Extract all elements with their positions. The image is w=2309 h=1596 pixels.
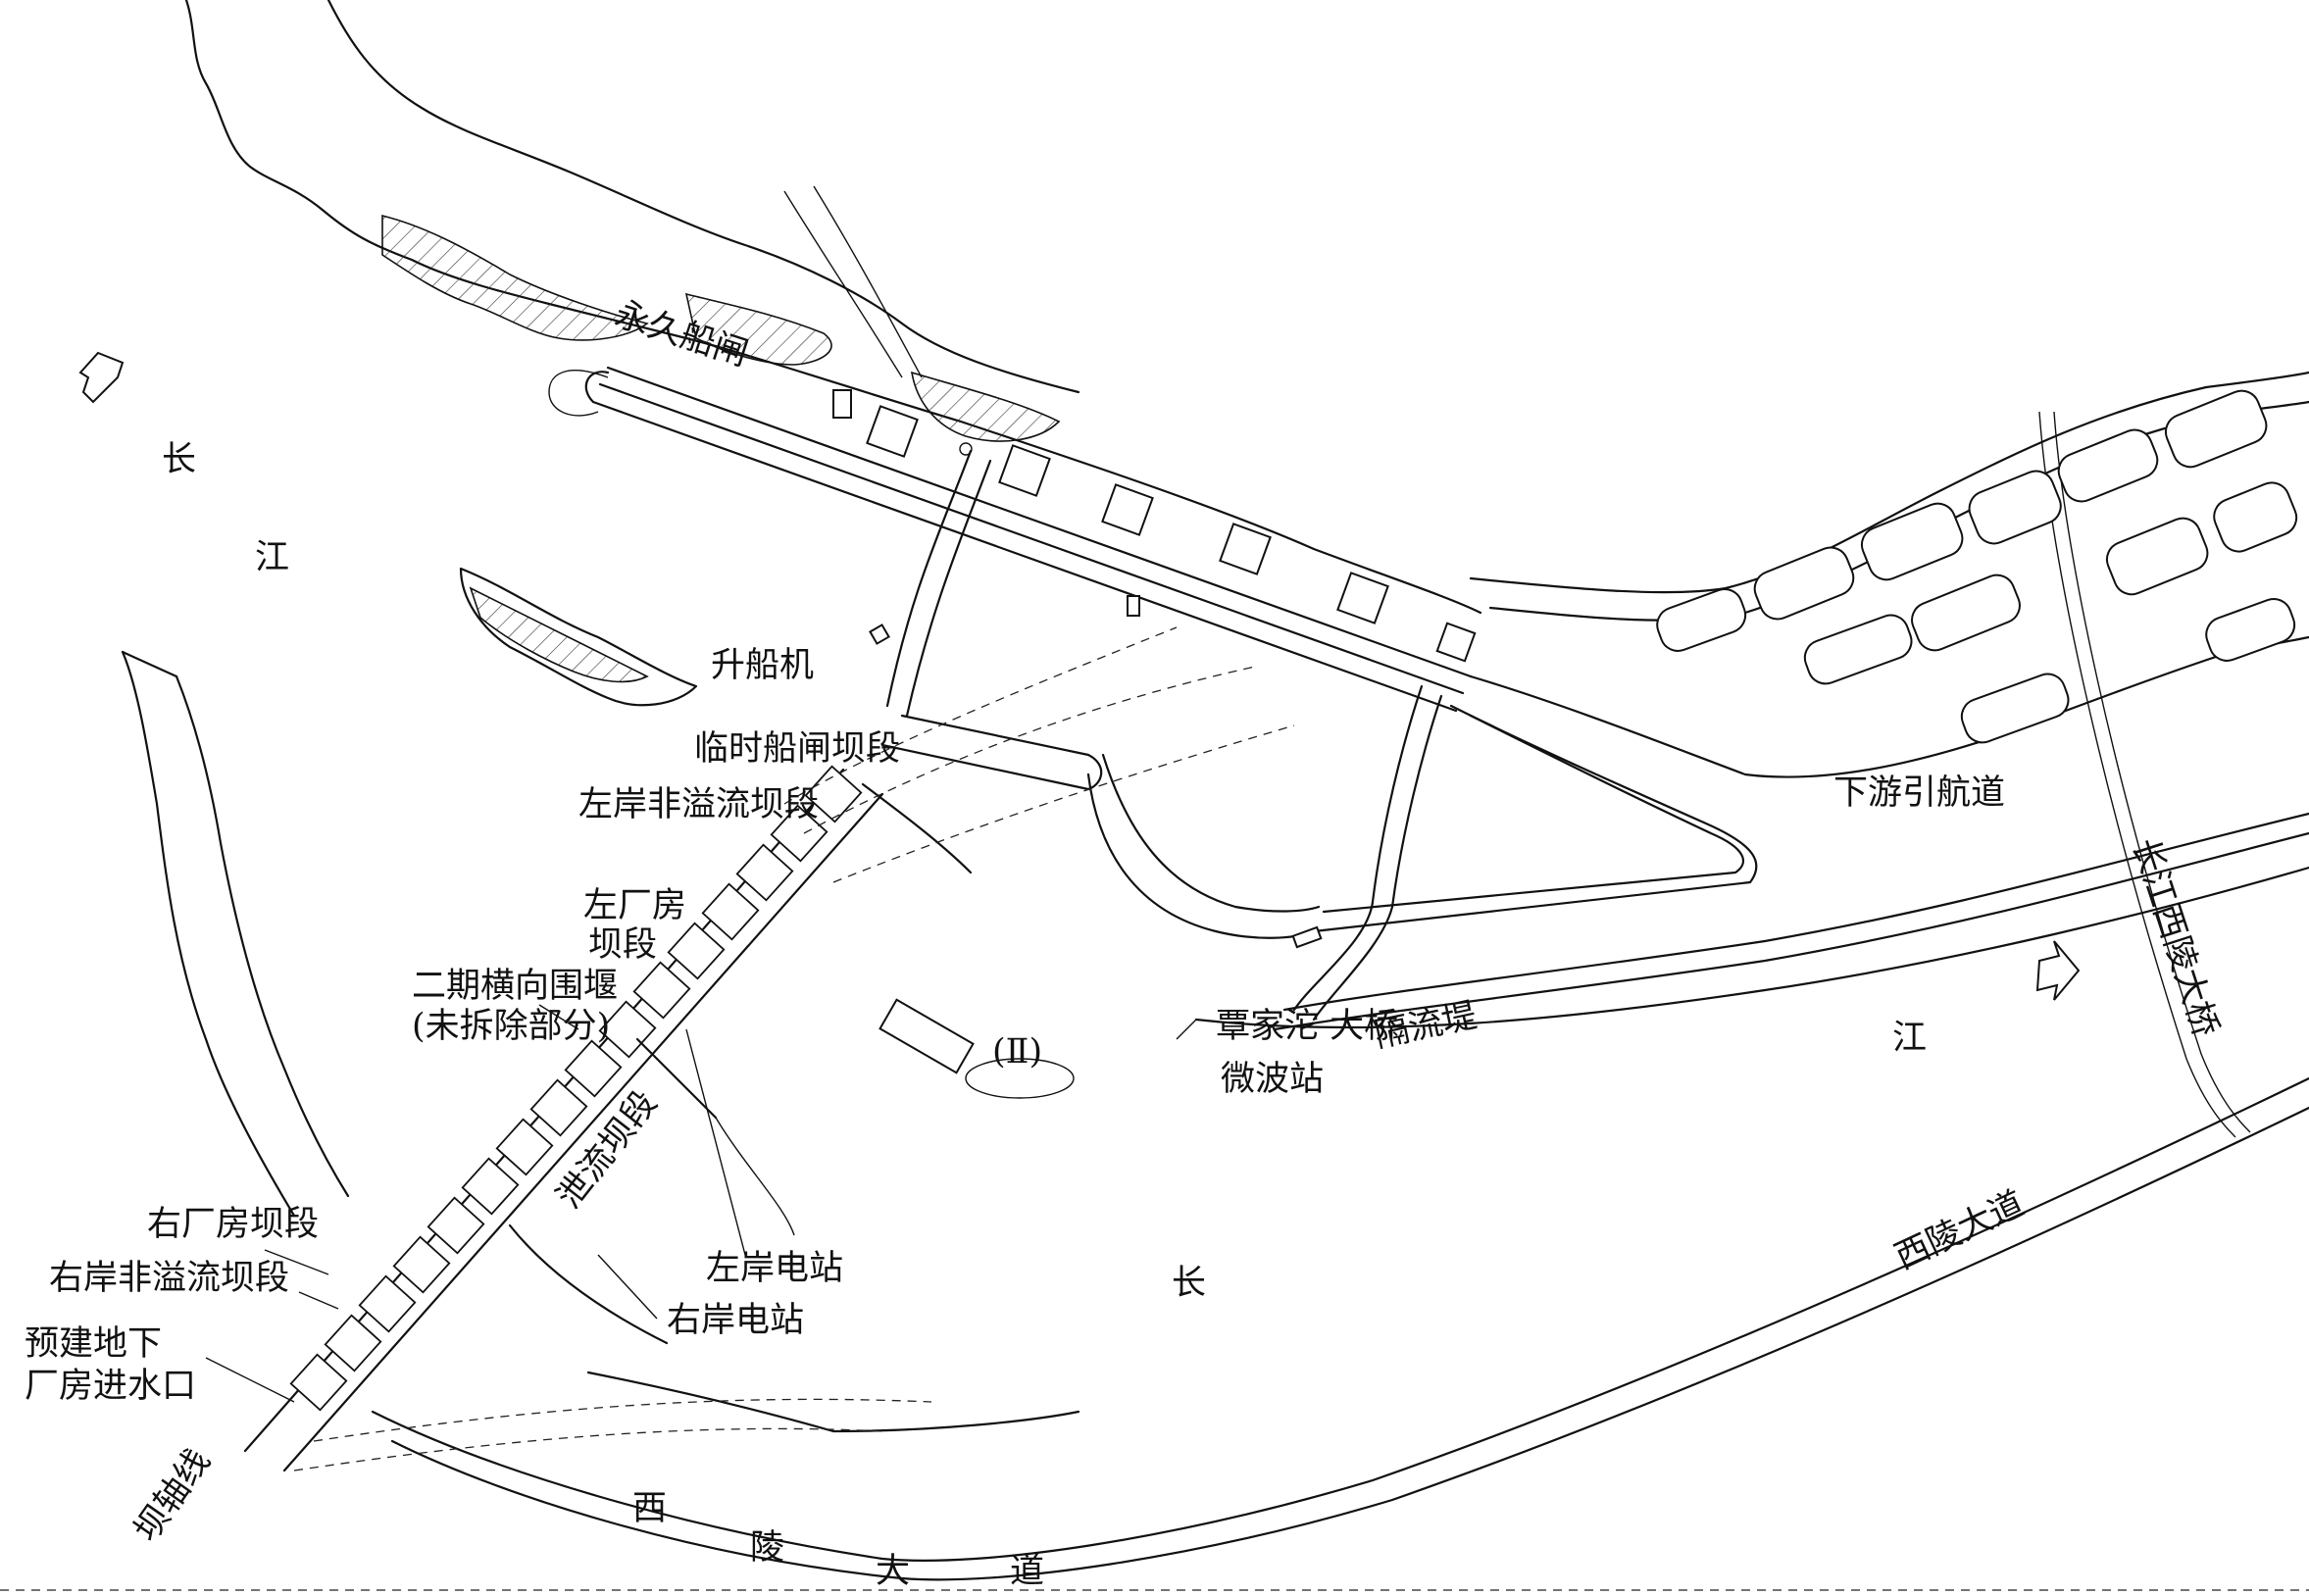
temp-lock-section-label: 临时船闸坝段 (694, 729, 900, 769)
map-labels: 长 江 永久船闸 升船机 临时船闸坝段 左岸非溢流坝段 左厂房 坝段 二期横向围… (25, 295, 2225, 1591)
yangtze-upstream-char-1: 长 (162, 440, 196, 479)
underground-intake-label-1: 预建地下 (25, 1324, 162, 1364)
underground-intake-label-2: 厂房进水口 (25, 1367, 196, 1406)
site-ii-label: (Ⅱ) (992, 1032, 1042, 1072)
upstream-river-banks (121, 0, 1482, 1218)
cofferdam-label-2: (未拆除部分) (412, 1007, 610, 1046)
microwave-station-label: 微波站 (1221, 1060, 1324, 1099)
dam-blocks (289, 765, 863, 1412)
right-powerhouse-section-label: 右厂房坝段 (147, 1205, 319, 1244)
left-powerhouse-label-2: 坝段 (588, 925, 657, 965)
xiling-avenue-char-4: 道 (1010, 1552, 1044, 1591)
upstream-flow-arrow (78, 351, 125, 404)
xiling-bridge-label: 长江西陵大桥 (2124, 833, 2225, 1041)
separation-dike-label: 隔流堤 (1372, 996, 1481, 1056)
yangtze-upstream-char-2: 江 (255, 538, 289, 577)
left-powerhouse-label-1: 左厂房 (583, 886, 686, 925)
right-nonoverflow-label: 右岸非溢流坝段 (49, 1259, 289, 1298)
ship-lift-label: 升船机 (711, 646, 814, 685)
downstream-channel-label: 下游引航道 (1833, 773, 2005, 813)
yangtze-downstream-char-1: 江 (1892, 1019, 1927, 1058)
dam-axis-label: 坝轴线 (127, 1442, 219, 1549)
qinjiatuo-bridge-label: 覃家沱 大桥 (1216, 1007, 1398, 1046)
left-station-label: 左岸电站 (706, 1249, 843, 1288)
left-nonoverflow-label: 左岸非溢流坝段 (578, 785, 819, 824)
yangtze-downstream-char-2: 长 (1172, 1264, 1206, 1303)
dam-structure (0, 626, 2309, 1591)
xiling-avenue-label: 西陵大道 (1889, 1184, 2031, 1277)
roads-and-channels (78, 351, 2309, 1581)
downstream-flow-arrow (2035, 940, 2081, 1001)
right-station-label: 右岸电站 (667, 1301, 804, 1340)
cofferdam-label-1: 二期横向围堰 (412, 967, 618, 1006)
xiling-avenue-char-3: 大 (876, 1552, 910, 1591)
xiling-avenue-char-1: 西 (632, 1489, 667, 1528)
xiling-avenue-char-2: 陵 (750, 1528, 784, 1568)
leader-lines (205, 1004, 1197, 1403)
permanent-ship-lock (548, 185, 1477, 713)
city-blocks (1656, 389, 2298, 744)
